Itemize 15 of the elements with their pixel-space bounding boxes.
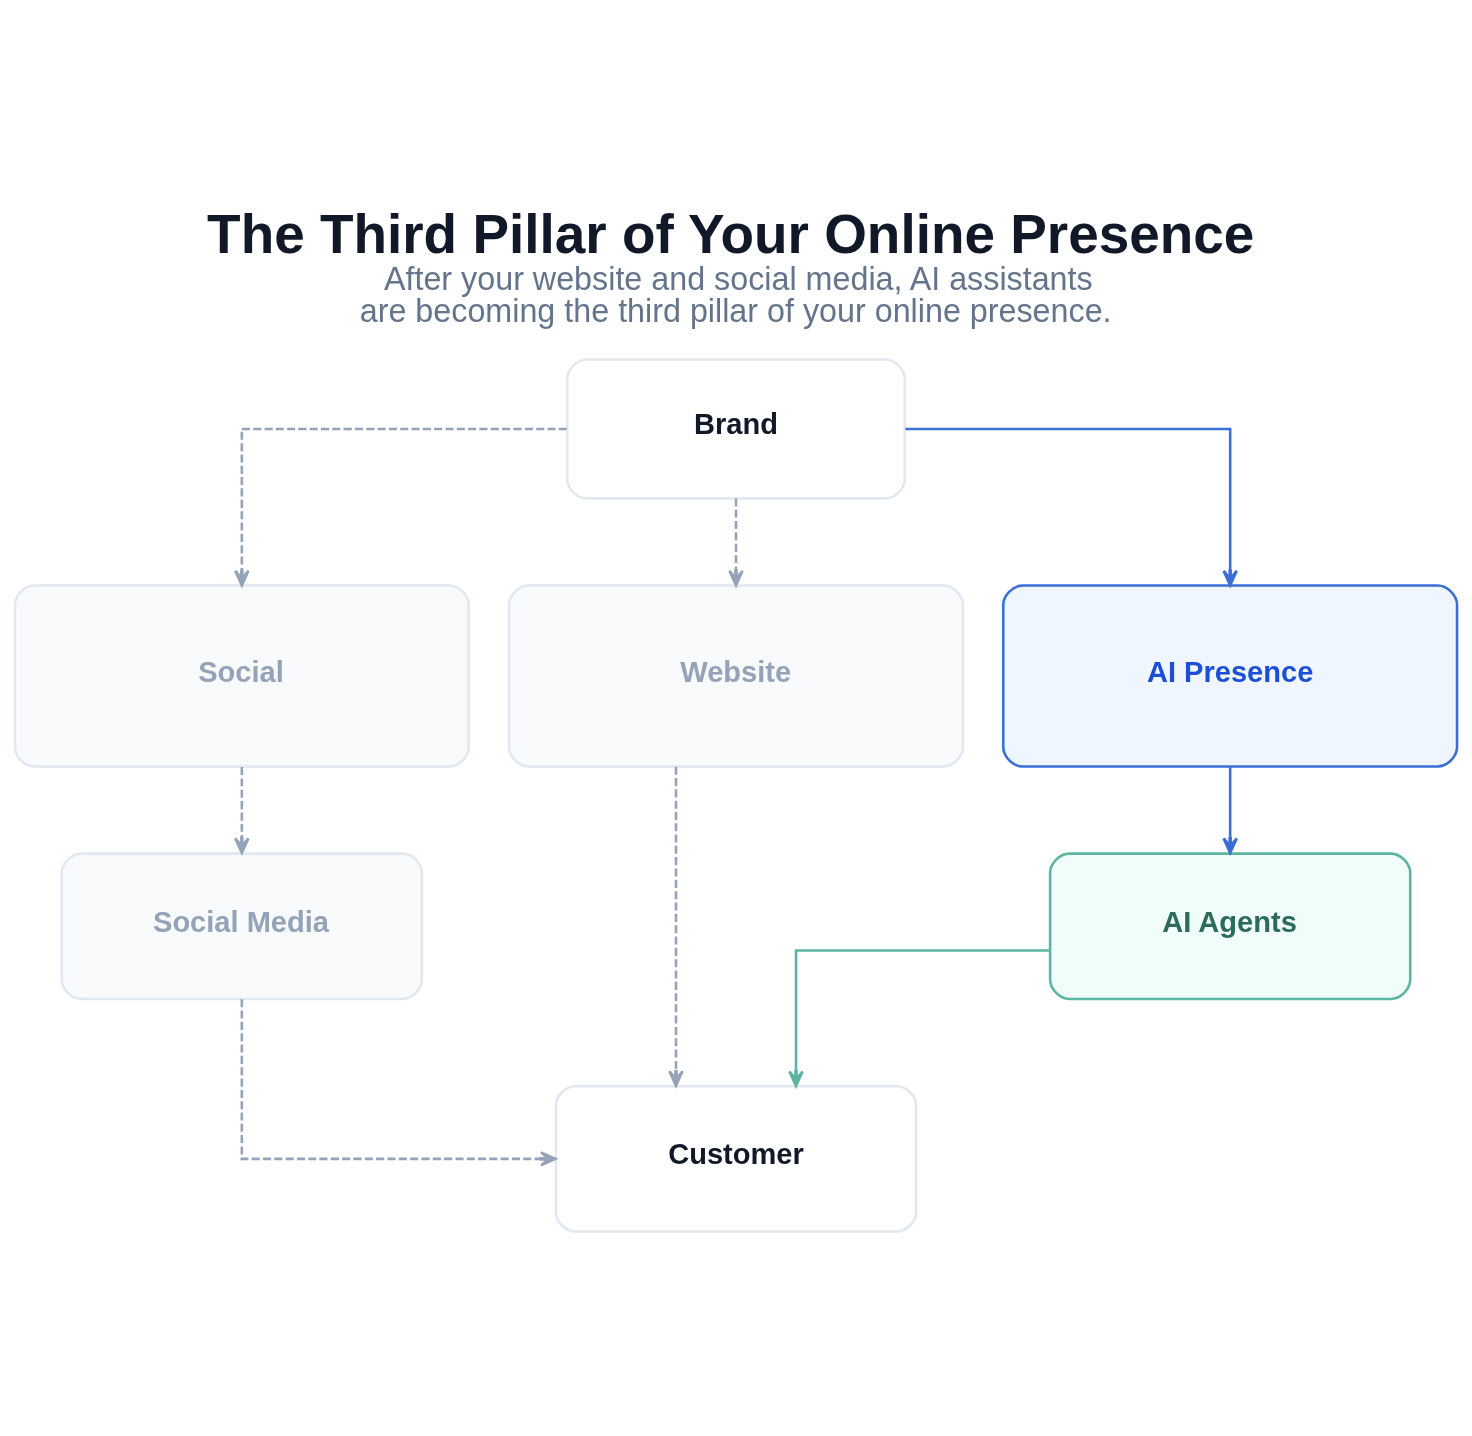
arrow [668, 766, 684, 1088]
arrow [1222, 767, 1238, 855]
arrow [788, 949, 1050, 1088]
node-box: Social Media [60, 852, 424, 1001]
arrow [234, 767, 250, 855]
node-box: AI Presence [1002, 584, 1459, 768]
node-box: Brand [565, 358, 907, 500]
arrow [234, 427, 567, 587]
node-box: AI Agents [1048, 852, 1412, 1001]
node-box: Website [507, 584, 965, 768]
node-box: Customer [554, 1084, 918, 1233]
arrow [240, 999, 557, 1167]
arrow [905, 427, 1238, 587]
node-box: Social [13, 584, 471, 768]
arrow [728, 498, 744, 587]
